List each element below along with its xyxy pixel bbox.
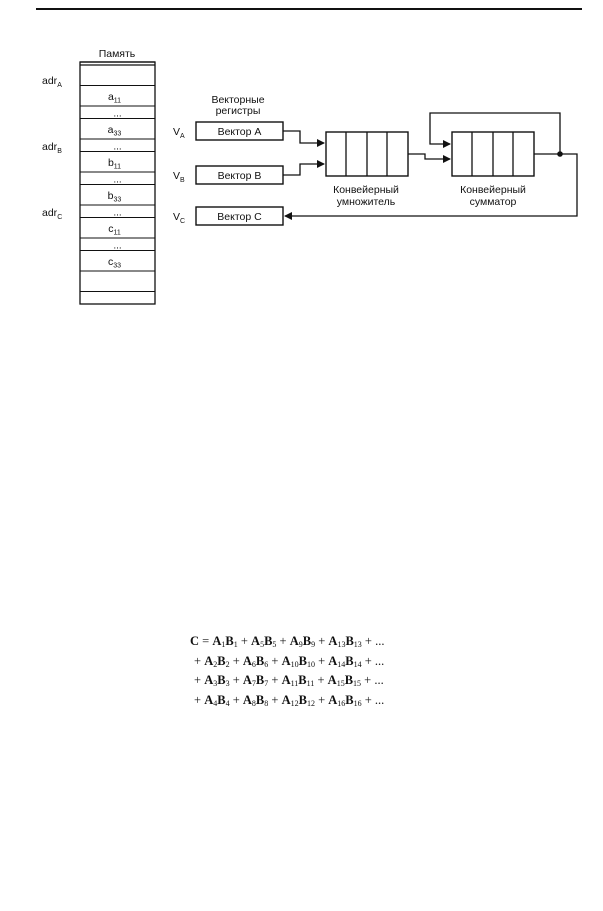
- registers-title-line1: Векторные: [211, 94, 264, 106]
- register-name: VB: [173, 170, 185, 184]
- address-label: adrC: [42, 207, 62, 221]
- register-name: VC: [173, 211, 185, 225]
- adder-label-line1: Конвейерный: [460, 184, 526, 196]
- registers-title-line2: регистры: [216, 105, 261, 117]
- memory-address-labels: adrA adrB adrC: [42, 75, 62, 221]
- address-label: adrA: [42, 75, 62, 89]
- arrow-vector-b-to-multiplier: [283, 160, 325, 176]
- memory-cell: ...: [113, 108, 121, 119]
- memory-cell: ...: [113, 240, 121, 251]
- arrow-adder-to-vector-c: [284, 153, 578, 220]
- memory-cell: b33: [108, 190, 122, 204]
- formula: C = A1B1 + A5B5 + A9B9 + A13B13 + ... + A…: [190, 632, 490, 710]
- memory-cell: c11: [108, 223, 121, 237]
- formula-line: + A2B2 + A6B6 + A10B10 + A14B14 + ...: [194, 653, 385, 669]
- memory-cell: a11: [108, 91, 121, 105]
- register-box: [195, 206, 284, 226]
- pipeline-multiplier: [325, 131, 409, 177]
- memory-cell: ...: [113, 174, 121, 185]
- arrow-adder-feedback: [429, 112, 561, 154]
- formula-line: + A3B3 + A7B7 + A11B11 + A15B15 + ...: [194, 673, 384, 688]
- register-label: Вектор A: [218, 126, 262, 138]
- memory-title: Память: [99, 48, 136, 60]
- data-flow-arrows: [283, 112, 578, 220]
- register-label: Вектор C: [217, 211, 262, 223]
- memory-cell: ...: [113, 207, 121, 218]
- output-junction-dot: [557, 151, 563, 157]
- adder-label-line2: сумматор: [470, 196, 517, 208]
- formula-line: C = A1B1 + A5B5 + A9B9 + A13B13 + ...: [190, 634, 385, 649]
- arrow-vector-a-to-multiplier: [283, 130, 325, 147]
- address-label: adrB: [42, 141, 62, 155]
- memory-cell: b11: [108, 157, 121, 171]
- memory-cell: a33: [108, 124, 122, 138]
- memory-cell: ...: [113, 141, 121, 152]
- vector-registers: VA Вектор A VB Вектор B VC Вектор C: [173, 121, 284, 226]
- memory-cell: c33: [108, 256, 121, 270]
- arrow-multiplier-to-adder: [408, 153, 451, 163]
- formula-line: + A4B4 + A8B8 + A12B12 + A16B16 + ...: [194, 692, 385, 708]
- multiplier-label-line1: Конвейерный: [333, 184, 399, 196]
- page-top-rule: [36, 8, 582, 10]
- register-name: VA: [173, 126, 185, 140]
- memory-block: a11... a33... b11... b33... c11... c33: [79, 61, 156, 305]
- multiplier-label-line2: умножитель: [337, 196, 396, 208]
- register-label: Вектор B: [218, 170, 262, 182]
- pipeline-adder: [451, 131, 535, 177]
- vector-pipeline-diagram: Память a11... a33... b11... b33... c11... c33…: [42, 48, 578, 305]
